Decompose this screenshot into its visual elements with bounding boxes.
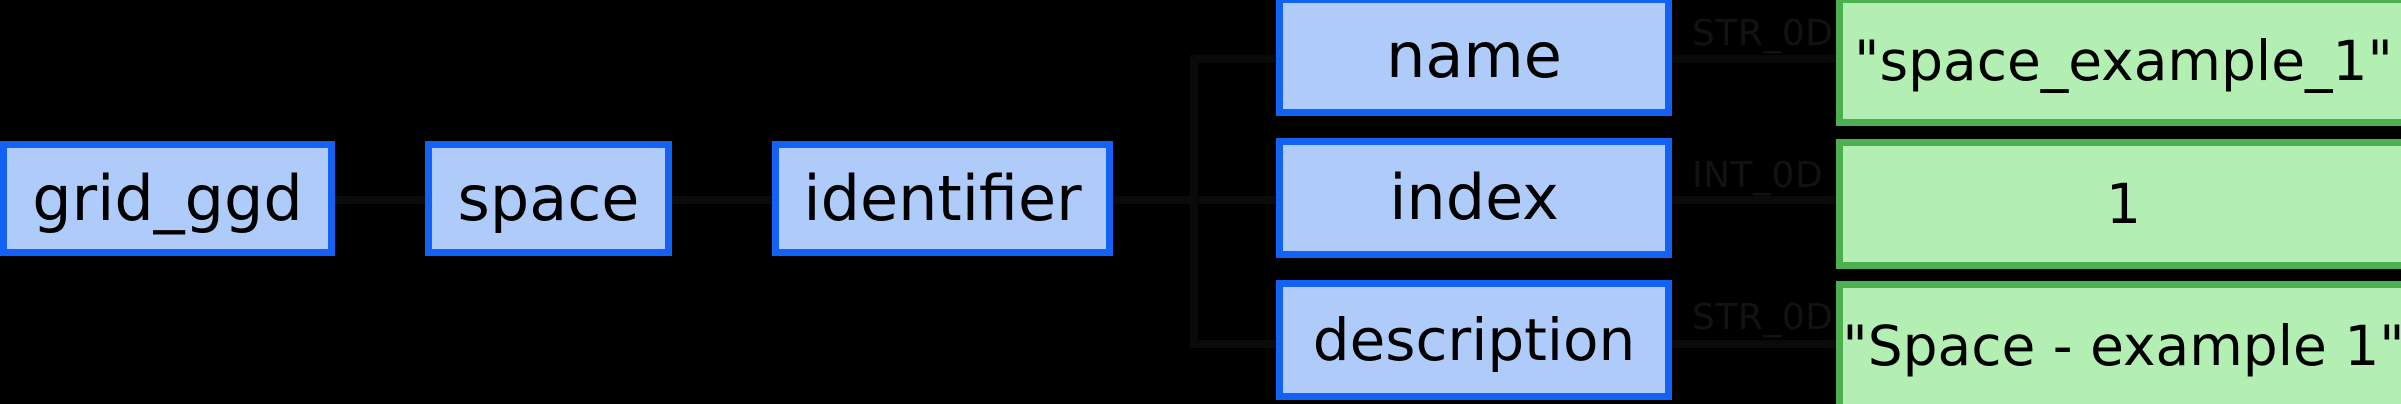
value-description[interactable]: "Space - example 1" bbox=[1836, 281, 2401, 404]
type-label-description: STR_0D bbox=[1692, 297, 1834, 338]
node-identifier[interactable]: identifier bbox=[772, 141, 1113, 256]
node-description[interactable]: description bbox=[1276, 280, 1672, 400]
node-name[interactable]: name bbox=[1276, 0, 1672, 116]
edge-description-to-value bbox=[1672, 340, 1836, 348]
type-label-name: STR_0D bbox=[1692, 13, 1834, 54]
edge-space-to-identifier bbox=[672, 196, 772, 204]
value-index[interactable]: 1 bbox=[1836, 139, 2401, 269]
node-grid-ggd[interactable]: grid_ggd bbox=[0, 141, 335, 256]
edge-bus-to-description bbox=[1190, 340, 1276, 348]
node-index[interactable]: index bbox=[1276, 138, 1672, 258]
edge-grid-ggd-to-space bbox=[335, 196, 425, 204]
edge-name-to-value bbox=[1672, 55, 1836, 63]
node-space[interactable]: space bbox=[425, 141, 672, 256]
value-name[interactable]: "space_example_1" bbox=[1836, 0, 2401, 126]
edge-fields-vertical-bus bbox=[1190, 55, 1198, 345]
type-label-index: INT_0D bbox=[1692, 155, 1824, 196]
edge-index-to-value bbox=[1672, 196, 1836, 204]
edge-bus-to-name bbox=[1190, 55, 1276, 63]
